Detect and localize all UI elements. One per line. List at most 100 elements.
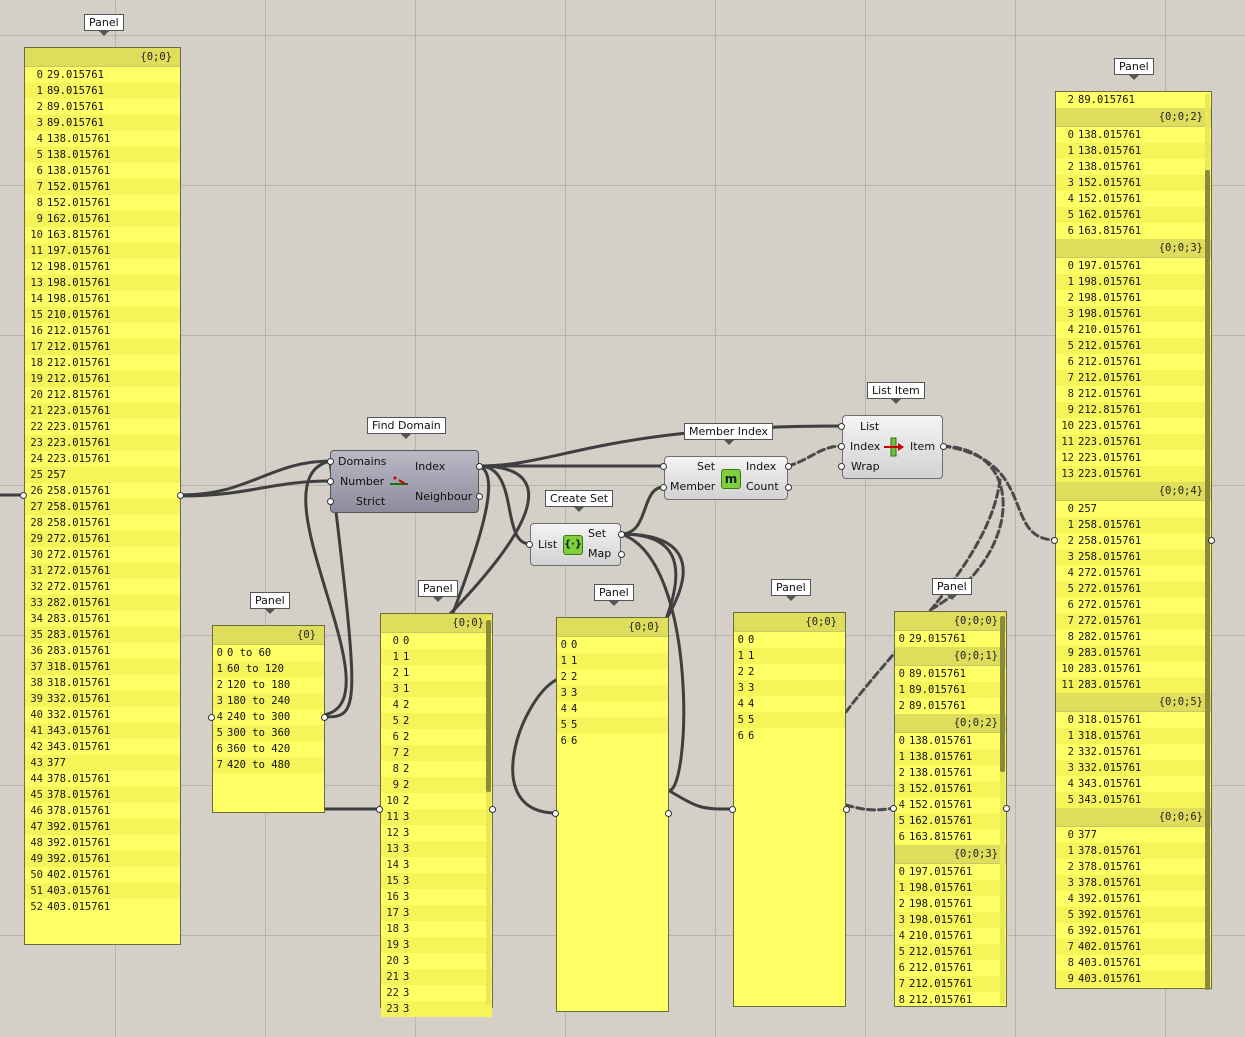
- row-value: 212.015761: [1078, 372, 1142, 384]
- grip-big-in[interactable]: [1051, 537, 1058, 544]
- find-domain-component[interactable]: Domains Number Strict Index Neighbour: [330, 450, 479, 513]
- grip-numbers-out[interactable]: [177, 492, 184, 499]
- grip-domains-panel-out[interactable]: [321, 714, 328, 721]
- row-value: 198.015761: [1078, 292, 1142, 304]
- panel-tag-domains[interactable]: Panel: [250, 592, 290, 614]
- grip-member-panel-out[interactable]: [843, 806, 850, 813]
- grip-member-panel-in[interactable]: [729, 806, 736, 813]
- panel-tag-numbers[interactable]: Panel: [84, 14, 124, 36]
- grip-neighbour-out[interactable]: [476, 493, 483, 500]
- row-index: 8: [1067, 631, 1074, 643]
- grip-set-panel-out[interactable]: [665, 810, 672, 817]
- grip-grouped-in[interactable]: [890, 805, 897, 812]
- grip-list-in[interactable]: [838, 423, 845, 430]
- row-value: 2: [403, 747, 410, 759]
- find-domain-output-neighbour[interactable]: Neighbour: [415, 490, 473, 503]
- find-domain-input-number[interactable]: Number: [340, 475, 385, 488]
- row-index: 29: [30, 533, 43, 545]
- row-index: 9: [1067, 647, 1074, 659]
- panel-tag-set[interactable]: Panel: [594, 584, 634, 606]
- panel-tag-indices[interactable]: Panel: [418, 580, 458, 602]
- grip-cs-map-out[interactable]: [618, 551, 625, 558]
- member-index-output-index[interactable]: Index: [746, 460, 777, 473]
- grip-index-out[interactable]: [476, 463, 483, 470]
- grip-set-in[interactable]: [660, 463, 667, 470]
- panel-tag-grouped[interactable]: Panel: [932, 578, 972, 600]
- panel-scroll-thumb[interactable]: [1000, 616, 1005, 772]
- panel-tag-big[interactable]: Panel: [1114, 58, 1154, 80]
- row-index: 0: [36, 69, 43, 81]
- row-value: 272.015761: [1078, 567, 1142, 579]
- grip-cs-set-out[interactable]: [618, 531, 625, 538]
- row-value: 300 to 360: [227, 727, 291, 739]
- panel-scrollbar[interactable]: [1205, 94, 1210, 990]
- grip-set-panel-in[interactable]: [552, 810, 559, 817]
- grip-indices-in[interactable]: [376, 806, 383, 813]
- row-index: 28: [30, 517, 43, 529]
- grip-li-index-in[interactable]: [838, 443, 845, 450]
- panel-scroll-thumb[interactable]: [1205, 170, 1210, 990]
- list-item-input-list[interactable]: List: [860, 420, 880, 433]
- grip-domains-panel-in[interactable]: [208, 714, 215, 721]
- grip-indices-out[interactable]: [489, 806, 496, 813]
- find-domain-input-domains[interactable]: Domains: [338, 455, 387, 468]
- row-index: 22: [30, 421, 43, 433]
- member-index-output-count[interactable]: Count: [746, 480, 779, 493]
- row-index: 0: [898, 668, 905, 680]
- member-index-component[interactable]: Set Member Index Count m: [664, 456, 788, 500]
- grip-strict-in[interactable]: [327, 498, 334, 505]
- grip-grouped-out[interactable]: [1003, 805, 1010, 812]
- create-set-output-set[interactable]: Set: [588, 527, 607, 540]
- create-set-component[interactable]: List Set Map {·}: [530, 523, 621, 566]
- row-value: 5: [571, 719, 578, 731]
- panel-scroll-thumb[interactable]: [486, 620, 491, 792]
- grip-member-in[interactable]: [660, 484, 667, 491]
- create-set-input-list[interactable]: List: [538, 538, 558, 551]
- grip-number-in[interactable]: [327, 478, 334, 485]
- grip-numbers-in[interactable]: [20, 492, 27, 499]
- grip-mi-index-out[interactable]: [785, 463, 792, 470]
- list-item-output-item[interactable]: Item: [910, 440, 936, 453]
- find-domain-input-strict[interactable]: Strict: [356, 495, 386, 508]
- row-index: 23: [30, 437, 43, 449]
- row-index: 1: [737, 650, 744, 662]
- grip-cs-list-in[interactable]: [526, 541, 533, 548]
- grip-count-out[interactable]: [785, 484, 792, 491]
- row-index: 0: [898, 735, 905, 747]
- row-value: 210.015761: [47, 309, 111, 321]
- grip-domains-in[interactable]: [327, 458, 334, 465]
- row-value: 283.015761: [1078, 679, 1142, 691]
- row-value: 3: [403, 907, 410, 919]
- panel-scrollbar[interactable]: [1000, 614, 1005, 1004]
- wire-dash-item-big: [941, 444, 1058, 542]
- list-item-input-wrap[interactable]: Wrap: [851, 460, 880, 473]
- grip-item-out[interactable]: [940, 443, 947, 450]
- grip-big-out[interactable]: [1208, 537, 1215, 544]
- member-index-input-set[interactable]: Set: [697, 460, 716, 473]
- find-domain-output-index[interactable]: Index: [415, 460, 446, 473]
- grip-wrap-in[interactable]: [838, 463, 845, 470]
- create-set-output-map[interactable]: Map: [588, 547, 612, 560]
- list-item-component[interactable]: List Index Wrap Item: [842, 415, 943, 479]
- panel-tag-member[interactable]: Panel: [771, 579, 811, 601]
- list-item-input-index[interactable]: Index: [850, 440, 881, 453]
- member-index-input-member[interactable]: Member: [670, 480, 716, 493]
